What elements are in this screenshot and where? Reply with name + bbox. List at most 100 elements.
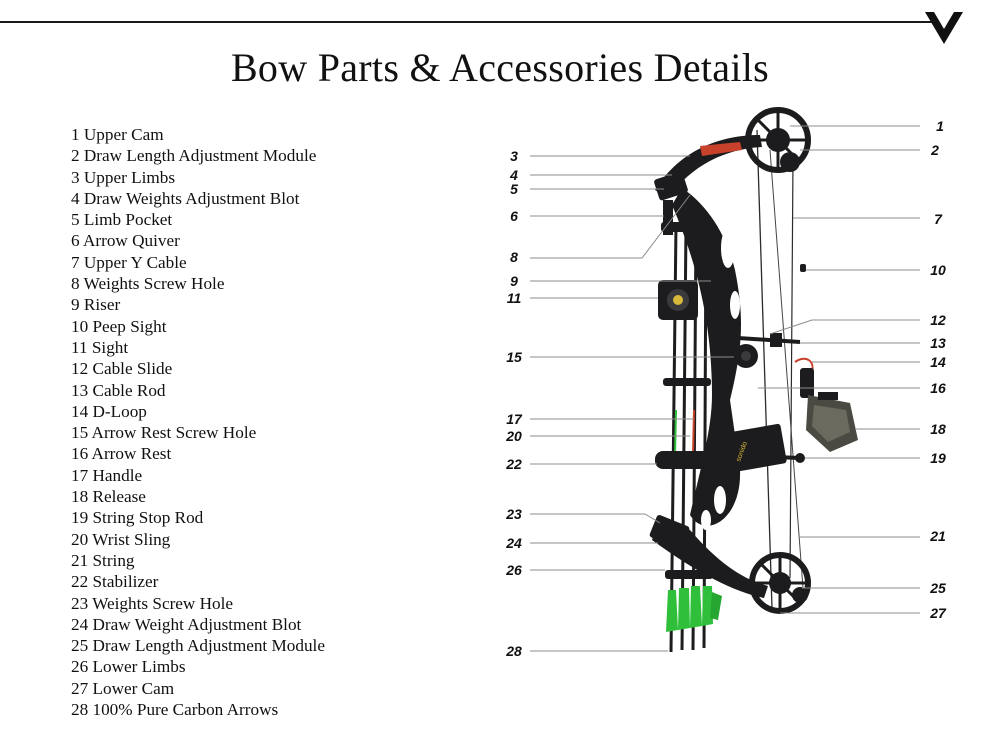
callout-7: 7: [934, 211, 943, 227]
part-number: 19: [71, 508, 89, 528]
part-name: String Stop Rod: [92, 508, 204, 528]
callout-5: 5: [510, 181, 518, 197]
part-name: String: [92, 550, 135, 570]
part-number: 6: [71, 231, 80, 251]
parts-list-item: 7 Upper Y Cable: [71, 252, 325, 273]
part-number: 4: [71, 188, 80, 208]
callout-6: 6: [510, 208, 518, 224]
parts-list-item: 23 Weights Screw Hole: [71, 593, 325, 614]
parts-list-item: 27 Lower Cam: [71, 678, 325, 699]
callout-12: 12: [930, 312, 946, 328]
part-name: Limb Pocket: [83, 210, 173, 230]
part-number: 21: [71, 550, 89, 570]
part-number: 1: [71, 125, 80, 144]
part-number: 20: [71, 529, 89, 549]
callout-28: 28: [505, 643, 522, 659]
parts-list-item: 12 Cable Slide: [71, 358, 325, 379]
callout-8: 8: [510, 249, 518, 265]
part-name: Peep Sight: [92, 316, 167, 336]
part-number: 27: [71, 678, 89, 698]
part-name: Upper Y Cable: [83, 252, 187, 272]
upper-y-cable: [789, 159, 794, 579]
callout-23: 23: [505, 506, 522, 522]
parts-list-item: 25 Draw Length Adjustment Module: [71, 635, 325, 656]
part-number: 5: [71, 210, 80, 230]
callout-25: 25: [929, 580, 946, 596]
part-number: 8: [71, 274, 80, 294]
part-name: Lower Limbs: [92, 657, 186, 677]
parts-list-item: 20 Wrist Sling: [71, 529, 325, 550]
callout-16: 16: [930, 380, 946, 396]
part-name: D-Loop: [92, 401, 147, 421]
parts-list-item: 11 Sight: [71, 337, 325, 358]
bow-illustration: sonido: [649, 107, 858, 653]
parts-list-item: 5 Limb Pocket: [71, 209, 325, 230]
upper-cam-illustration: [745, 107, 811, 173]
page-title: Bow Parts & Accessories Details: [230, 45, 770, 90]
callout-22: 22: [505, 456, 522, 472]
leader-lines: [530, 125, 920, 652]
parts-list-item: 1 Upper Cam: [71, 124, 325, 145]
part-name: Riser: [83, 295, 121, 315]
parts-list-item: 13 Cable Rod: [71, 380, 325, 401]
part-number: 12: [71, 359, 89, 379]
part-name: Arrow Quiver: [82, 231, 180, 251]
callout-2: 2: [930, 142, 939, 158]
parts-list-item: 8 Weights Screw Hole: [71, 273, 325, 294]
part-name: Weights Screw Hole: [83, 274, 225, 294]
part-name: Stabilizer: [92, 572, 159, 592]
part-name: Arrow Rest: [91, 444, 172, 464]
part-number: 28: [71, 700, 89, 720]
part-number: 10: [71, 316, 89, 336]
parts-list-item: 21 String: [71, 550, 325, 571]
part-number: 14: [71, 401, 89, 421]
top-rule: [0, 21, 935, 23]
parts-list-item: 18 Release: [71, 486, 325, 507]
part-name: Lower Cam: [92, 678, 175, 698]
callout-11: 11: [507, 290, 522, 306]
part-number: 9: [71, 295, 80, 315]
callout-1: 1: [936, 118, 944, 134]
parts-list-item: 2 Draw Length Adjustment Module: [71, 145, 325, 166]
callout-21: 21: [929, 528, 946, 544]
parts-list-item: 15 Arrow Rest Screw Hole: [71, 422, 325, 443]
part-name: Wrist Sling: [92, 529, 171, 549]
callout-17: 17: [506, 411, 523, 427]
parts-list-item: 24 Draw Weight Adjustment Blot: [71, 614, 325, 635]
part-number: 16: [71, 444, 89, 464]
part-name: 100% Pure Carbon Arrows: [92, 700, 279, 720]
part-number: 15: [71, 423, 89, 443]
callout-9: 9: [510, 273, 518, 289]
parts-list-item: 26 Lower Limbs: [71, 656, 325, 677]
part-number: 24: [71, 614, 89, 634]
part-name: Cable Rod: [92, 380, 166, 400]
part-number: 26: [71, 657, 89, 677]
callout-4: 4: [509, 167, 518, 183]
part-number: 17: [71, 465, 89, 485]
parts-list: 1 Upper Cam 2 Draw Length Adjustment Mod…: [71, 124, 325, 720]
part-name: Arrow Rest Screw Hole: [91, 423, 257, 443]
part-name: Sight: [91, 337, 129, 357]
part-name: Draw Length Adjustment Module: [83, 146, 317, 166]
callout-3: 3: [510, 148, 518, 164]
callout-10: 10: [930, 262, 946, 278]
part-number: 13: [71, 380, 89, 400]
part-number: 3: [71, 167, 80, 187]
parts-list-item: 10 Peep Sight: [71, 316, 325, 337]
callout-14: 14: [930, 354, 946, 370]
lower-cam-illustration: [749, 552, 811, 614]
release-illustration: [800, 368, 858, 452]
part-name: Upper Limbs: [83, 167, 176, 187]
parts-list-item: 14 D-Loop: [71, 401, 325, 422]
chevron-down-icon: [925, 12, 963, 44]
part-number: 22: [71, 572, 89, 592]
part-name: Cable Slide: [92, 359, 173, 379]
callout-24: 24: [505, 535, 522, 551]
part-number: 25: [71, 636, 89, 656]
part-number: 18: [71, 487, 89, 507]
part-number: 7: [71, 252, 80, 272]
part-name: Draw Weights Adjustment Blot: [83, 188, 300, 208]
part-number: 11: [71, 337, 88, 357]
parts-list-item: 28 100% Pure Carbon Arrows: [71, 699, 325, 720]
